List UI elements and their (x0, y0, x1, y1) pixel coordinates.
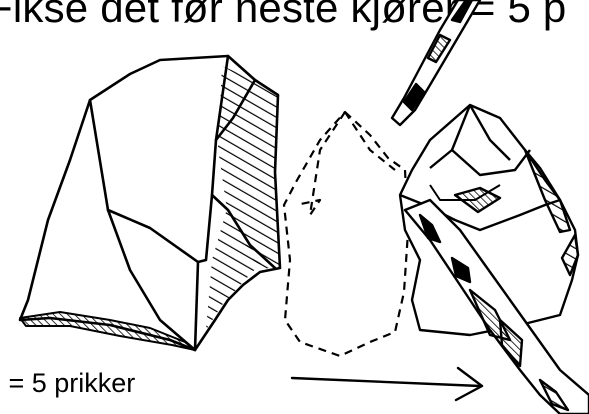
striped-pole-sketch (392, 0, 589, 414)
rule-label-text: l = 5 prikker (0, 368, 135, 398)
rule-label: l = 5 prikker (0, 366, 140, 400)
tilted-rock-sketch (20, 56, 280, 350)
arrow-right-icon (292, 368, 482, 400)
dashed-outline-sketch (284, 112, 408, 356)
